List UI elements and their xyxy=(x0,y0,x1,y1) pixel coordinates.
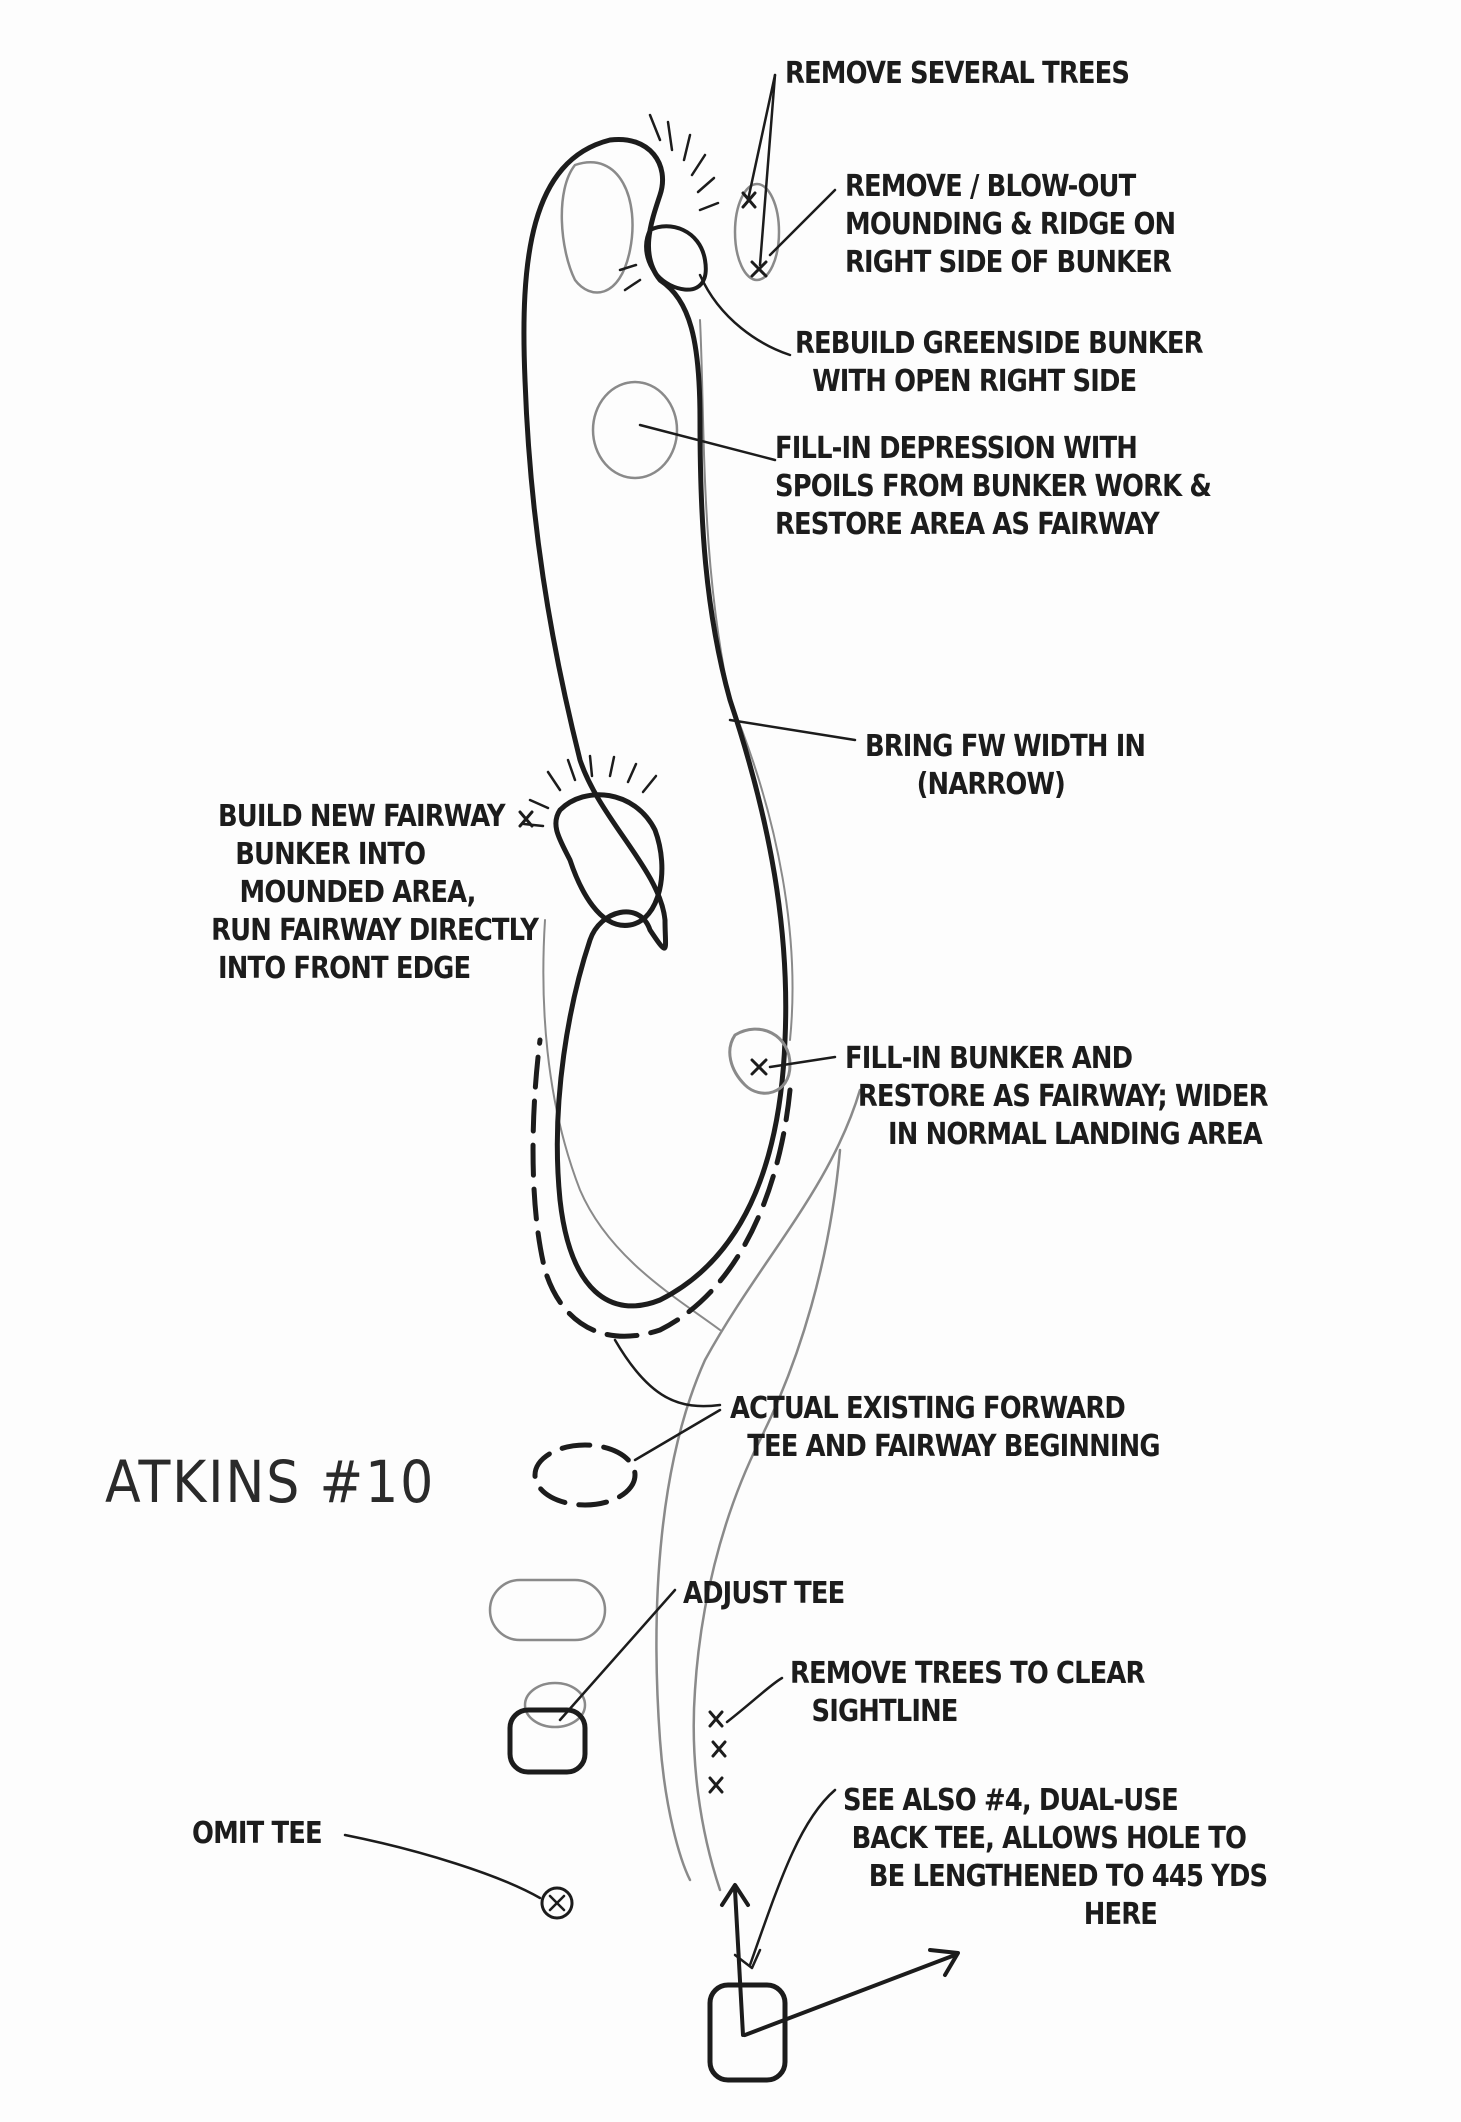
adjusted-tee xyxy=(510,1710,585,1772)
note-omit-tee: OMIT TEE xyxy=(192,1815,322,1853)
note-line: SIGHTLINE xyxy=(790,1693,1145,1731)
note-line: BE LENGTHENED TO 445 YDS xyxy=(843,1858,1267,1896)
note-line: MOUNDED AREA, xyxy=(218,874,538,912)
note-line: REMOVE / BLOW-OUT xyxy=(845,168,1175,206)
pencil-left-boundary xyxy=(543,920,720,1330)
omitted-tee-x xyxy=(550,1896,564,1910)
note-line: REBUILD GREENSIDE BUNKER xyxy=(795,325,1203,363)
note-mounding: REMOVE / BLOW-OUT MOUNDING & RIDGE ON RI… xyxy=(845,168,1175,282)
note-line: WITH OPEN RIGHT SIDE xyxy=(795,363,1203,401)
note-line: (NARROW) xyxy=(865,766,1145,804)
note-line: ACTUAL EXISTING FORWARD xyxy=(730,1390,1160,1428)
hole-title-text: ATKINS #10 xyxy=(105,1448,435,1516)
note-fill-depression: FILL-IN DEPRESSION WITH SPOILS FROM BUNK… xyxy=(775,430,1211,544)
note-line: TEE AND FAIRWAY BEGINNING xyxy=(730,1428,1160,1466)
tree-x-marks-lower xyxy=(710,1712,725,1792)
new-bunker-hatching xyxy=(524,756,656,826)
note-line: OMIT TEE xyxy=(192,1815,322,1853)
note-line: BUILD NEW FAIRWAY xyxy=(218,798,538,836)
note-line: RUN FAIRWAY DIRECTLY xyxy=(211,912,538,950)
note-line: BRING FW WIDTH IN xyxy=(865,728,1145,766)
forward-tee xyxy=(535,1445,635,1505)
existing-tee-pencil xyxy=(490,1580,605,1640)
note-new-fairway-bunker: BUILD NEW FAIRWAY BUNKER INTO MOUNDED AR… xyxy=(218,798,538,988)
x-mark-bunker-fill xyxy=(752,1060,766,1074)
note-remove-trees-sightline: REMOVE TREES TO CLEAR SIGHTLINE xyxy=(790,1655,1145,1731)
note-line: SEE ALSO #4, DUAL-USE xyxy=(843,1782,1267,1820)
note-remove-several-trees: REMOVE SEVERAL TREES xyxy=(785,55,1129,93)
existing-fairway-pencil-outline xyxy=(656,1090,860,1890)
note-forward-tee: ACTUAL EXISTING FORWARD TEE AND FAIRWAY … xyxy=(730,1390,1160,1466)
note-line: ADJUST TEE xyxy=(683,1575,844,1613)
note-fill-bunker: FILL-IN BUNKER AND RESTORE AS FAIRWAY; W… xyxy=(845,1040,1268,1154)
note-line: HERE xyxy=(843,1896,1267,1934)
leader-lines xyxy=(345,75,855,1968)
note-fairway-width: BRING FW WIDTH IN (NARROW) xyxy=(865,728,1145,804)
green-pencil-outline xyxy=(562,162,633,292)
note-line: RIGHT SIDE OF BUNKER xyxy=(845,244,1175,282)
note-line: MOUNDING & RIDGE ON xyxy=(845,206,1175,244)
note-adjust-tee: ADJUST TEE xyxy=(683,1575,844,1613)
hole-title: ATKINS #10 xyxy=(105,1450,435,1514)
note-line: INTO FRONT EDGE xyxy=(218,950,538,988)
greenside-bunker xyxy=(646,226,706,289)
adjust-tee-pencil xyxy=(525,1683,585,1727)
note-line: RESTORE AS FAIRWAY; WIDER xyxy=(845,1078,1268,1116)
note-line: BACK TEE, ALLOWS HOLE TO xyxy=(843,1820,1267,1858)
depression-area xyxy=(593,382,677,478)
note-line: FILL-IN BUNKER AND xyxy=(845,1040,1268,1078)
note-line: IN NORMAL LANDING AREA xyxy=(845,1116,1268,1154)
note-line: SPOILS FROM BUNKER WORK & xyxy=(775,468,1211,506)
note-line: BUNKER INTO xyxy=(218,836,538,874)
note-line: REMOVE SEVERAL TREES xyxy=(785,55,1129,93)
pencil-right-boundary xyxy=(700,320,793,1040)
note-line: RESTORE AREA AS FAIRWAY xyxy=(775,506,1211,544)
note-back-tee: SEE ALSO #4, DUAL-USE BACK TEE, ALLOWS H… xyxy=(843,1782,1267,1934)
note-line: REMOVE TREES TO CLEAR xyxy=(790,1655,1145,1693)
note-greenside-bunker: REBUILD GREENSIDE BUNKER WITH OPEN RIGHT… xyxy=(795,325,1203,401)
note-line: FILL-IN DEPRESSION WITH xyxy=(775,430,1211,468)
revised-fairway-edge-dashed xyxy=(533,1040,790,1336)
